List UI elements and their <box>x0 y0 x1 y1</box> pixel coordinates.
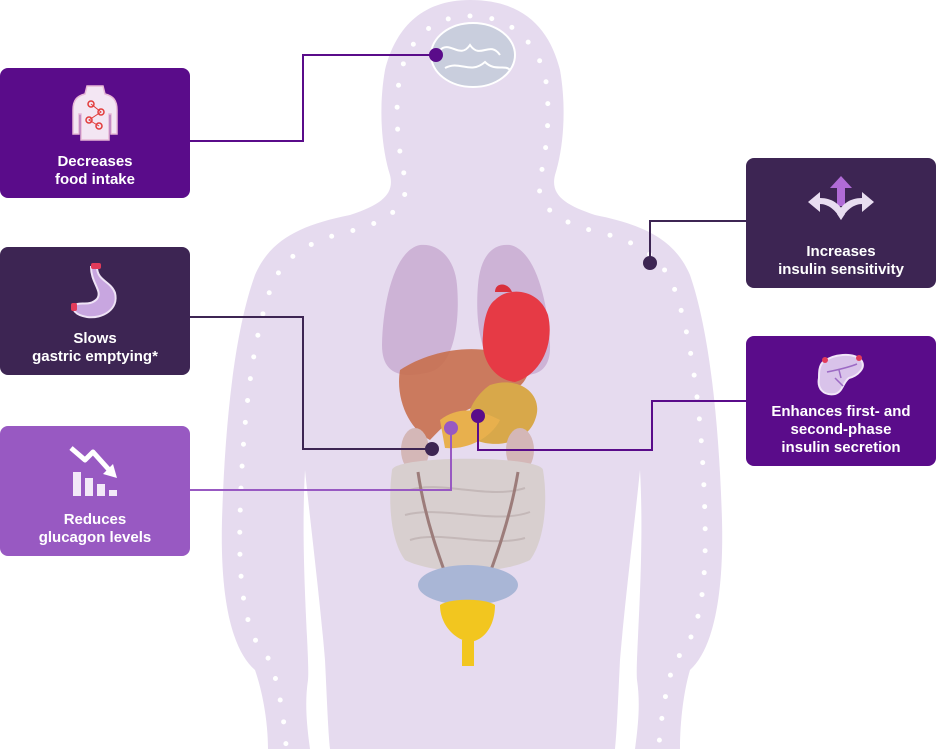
anchor-stomach <box>425 442 439 456</box>
connector-glucagon <box>190 428 452 491</box>
effect-label: Slows gastric emptying* <box>32 330 158 365</box>
connector-food-intake <box>190 54 436 142</box>
effect-label: Decreases food intake <box>54 153 135 188</box>
effect-label: Increases insulin sensitivity <box>778 243 904 278</box>
stomach-icon <box>71 263 117 319</box>
body-dotted-outline <box>237 13 708 748</box>
diverging-arrows-icon <box>808 176 874 220</box>
urethra <box>462 640 474 666</box>
card-gastric-emptying: Slows gastric emptying* <box>0 247 190 375</box>
brain <box>430 22 516 88</box>
anchor-tissue <box>643 256 657 270</box>
card-insulin-sensitivity: Increases insulin sensitivity <box>746 158 936 288</box>
bladder <box>440 599 495 642</box>
effect-label: Enhances first- and second-phase insulin… <box>771 403 911 456</box>
left-lung <box>382 244 458 375</box>
aorta <box>495 284 512 292</box>
pancreas-icon <box>817 354 864 396</box>
anchor-glucagon <box>444 421 458 435</box>
brain-folds <box>439 43 511 71</box>
pancreas-organ <box>440 410 500 449</box>
effect-label: Reduces glucagon levels <box>38 511 152 546</box>
declining-chart-icon <box>69 446 117 496</box>
connector-insulin-sensitivity <box>649 220 746 263</box>
anchor-pancreas <box>471 409 485 423</box>
pelvis <box>418 565 518 605</box>
connector-gastric <box>190 316 432 450</box>
card-insulin-secretion: Enhances first- and second-phase insulin… <box>746 336 936 466</box>
body-icon <box>72 85 118 141</box>
heart <box>482 291 550 382</box>
connector-insulin-secretion <box>477 400 746 451</box>
card-glucagon: Reduces glucagon levels <box>0 426 190 556</box>
anchor-brain <box>429 48 443 62</box>
card-food-intake: Decreases food intake <box>0 68 190 198</box>
